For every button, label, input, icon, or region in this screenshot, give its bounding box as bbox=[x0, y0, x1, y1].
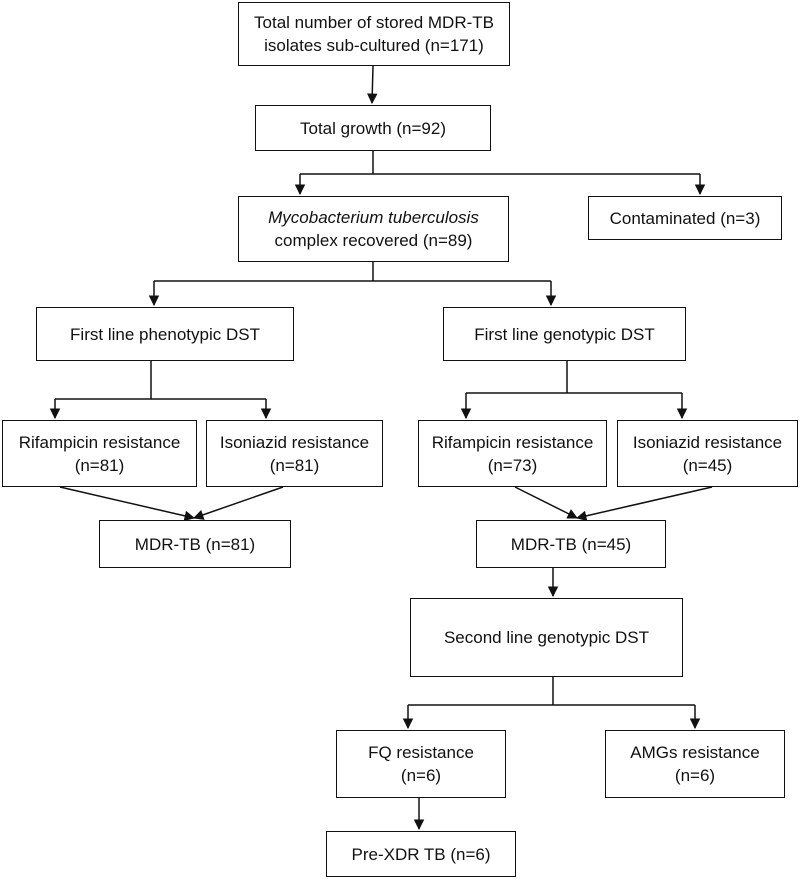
fq-resistance-box: FQ resistance (n=6) bbox=[336, 730, 506, 798]
total-growth-label: Total growth (n=92) bbox=[300, 118, 446, 138]
geno-isoniazid-line1: Isoniazid resistance bbox=[632, 432, 783, 452]
geno-rifampicin-box: Rifampicin resistance (n=73) bbox=[418, 420, 607, 487]
pre-xdr-box: Pre-XDR TB (n=6) bbox=[326, 831, 516, 877]
stored-isolates-box: Total number of stored MDR-TB isolates s… bbox=[238, 2, 510, 66]
phenotypic-dst-label: First line phenotypic DST bbox=[70, 324, 260, 344]
arrow-pheno-rif-to-mdr bbox=[59, 486, 196, 521]
pheno-rifampicin-line2: (n=81) bbox=[74, 455, 125, 475]
pre-xdr-label: Pre-XDR TB (n=6) bbox=[351, 844, 491, 864]
genotypic-dst-label: First line genotypic DST bbox=[474, 324, 655, 344]
geno-rifampicin-line1: Rifampicin resistance bbox=[431, 432, 594, 452]
arrow-pheno-inh-to-mdr bbox=[193, 486, 284, 520]
mtb-complex-line1: Mycobacterium tuberculosis bbox=[268, 208, 479, 227]
geno-isoniazid-line2: (n=45) bbox=[682, 455, 733, 475]
arrow-geno-inh-to-mdr bbox=[575, 486, 713, 522]
pheno-isoniazid-box: Isoniazid resistance (n=81) bbox=[206, 420, 383, 487]
pheno-mdr-label: MDR-TB (n=81) bbox=[134, 534, 256, 554]
amg-resistance-box: AMGs resistance (n=6) bbox=[605, 730, 785, 798]
geno-mdr-box: MDR-TB (n=45) bbox=[476, 520, 666, 568]
phenotypic-dst-box: First line phenotypic DST bbox=[36, 307, 294, 361]
stored-isolates-line2: isolates sub-cultured (n=171) bbox=[264, 36, 484, 55]
pheno-rifampicin-line1: Rifampicin resistance bbox=[18, 432, 181, 452]
pheno-isoniazid-line1: Isoniazid resistance bbox=[219, 432, 370, 452]
geno-rifampicin-line2: (n=73) bbox=[487, 455, 538, 475]
amg-resistance-line2: (n=6) bbox=[674, 766, 716, 785]
arrow-stored-to-growth bbox=[367, 65, 378, 105]
pheno-rifampicin-box: Rifampicin resistance (n=81) bbox=[2, 420, 197, 487]
pheno-mdr-box: MDR-TB (n=81) bbox=[99, 520, 291, 568]
genotypic-dst-box: First line genotypic DST bbox=[443, 307, 686, 361]
geno-isoniazid-box: Isoniazid resistance (n=45) bbox=[617, 420, 798, 487]
pheno-isoniazid-line2: (n=81) bbox=[269, 455, 320, 475]
mtb-complex-box: Mycobacterium tuberculosis complex recov… bbox=[238, 196, 509, 262]
geno-mdr-label: MDR-TB (n=45) bbox=[510, 534, 632, 554]
stored-isolates-line1: Total number of stored MDR-TB bbox=[254, 13, 494, 32]
second-line-dst-label: Second line genotypic DST bbox=[443, 628, 650, 647]
contaminated-box: Contaminated (n=3) bbox=[588, 196, 782, 240]
total-growth-box: Total growth (n=92) bbox=[255, 105, 491, 151]
arrow-geno-rif-to-mdr bbox=[514, 486, 578, 519]
fq-resistance-line2: (n=6) bbox=[400, 766, 442, 785]
contaminated-label: Contaminated (n=3) bbox=[609, 208, 761, 228]
fq-resistance-line1: FQ resistance bbox=[368, 743, 474, 762]
second-line-dst-box: Second line genotypic DST bbox=[410, 598, 683, 677]
mtb-complex-line2: complex recovered (n=89) bbox=[274, 231, 473, 250]
amg-resistance-line1: AMGs resistance bbox=[630, 743, 760, 762]
